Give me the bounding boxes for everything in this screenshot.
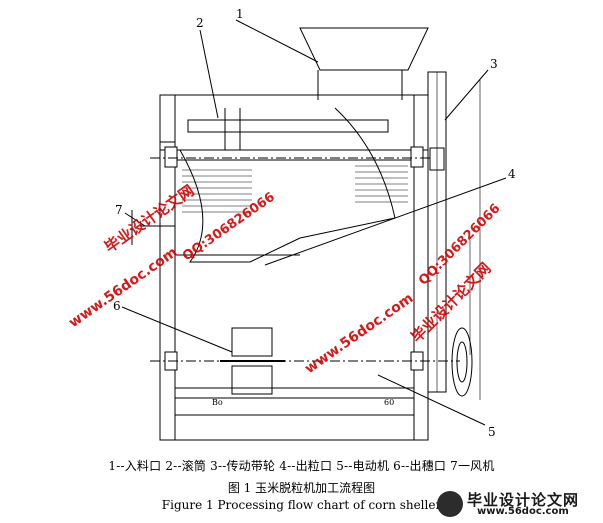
drum-fins	[182, 165, 408, 213]
callout-6: 6	[113, 299, 121, 313]
logo-url: www.56doc.com	[477, 506, 569, 517]
callout-4: 4	[508, 167, 516, 181]
drum	[187, 119, 389, 133]
dimension-60: 60	[384, 398, 394, 407]
site-logo: 毕业设计论文网 www.56doc.com	[437, 489, 597, 519]
logo-mark-icon	[437, 491, 463, 517]
component-legend: 1--入料口 2--滚筒 3--传动带轮 4--出粒口 5--电动机 6--出穗…	[108, 459, 495, 473]
corn-sheller-drawing: 1 2 3 4 5 6 7 Bo 60	[113, 7, 516, 441]
motor	[231, 327, 273, 357]
callout-3: 3	[490, 57, 498, 71]
logo-name: 毕业设计论文网	[467, 491, 580, 509]
motor-pulley	[451, 327, 473, 397]
callout-7: 7	[115, 203, 123, 217]
callout-5: 5	[488, 425, 496, 439]
callout-1: 1	[236, 7, 244, 21]
feed-hopper	[299, 27, 429, 71]
figure-caption-cn: 图 1 玉米脱粒机加工流程图	[227, 481, 376, 495]
figure-caption-en: Figure 1 Processing flow chart of corn s…	[161, 498, 442, 512]
dimension-bo: Bo	[212, 398, 223, 407]
callout-2: 2	[196, 16, 204, 30]
